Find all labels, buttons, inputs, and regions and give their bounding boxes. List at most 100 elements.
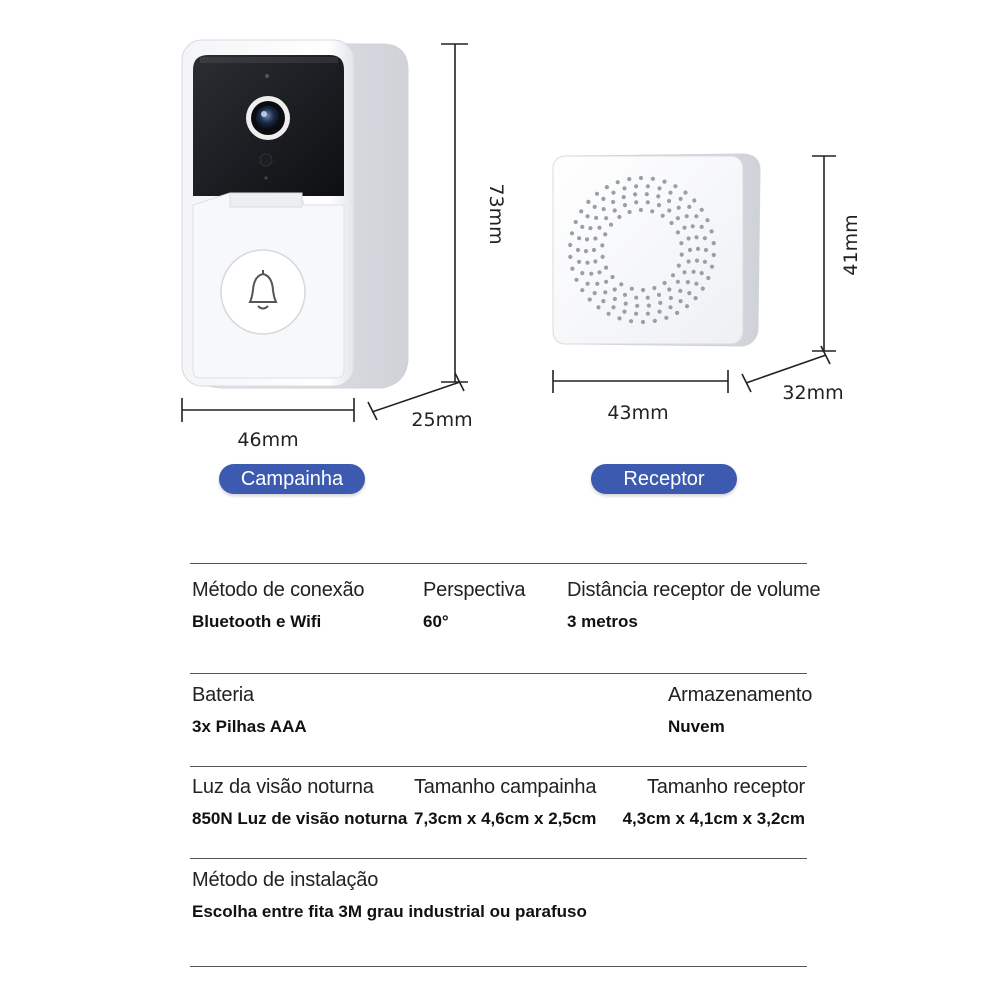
speaker-hole (702, 259, 708, 264)
doorbell-device (181, 39, 409, 389)
speaker-hole (705, 218, 710, 223)
speaker-hole (669, 220, 674, 226)
speaker-hole (622, 309, 627, 314)
receiver-device (552, 153, 761, 347)
speaker-hole (658, 300, 663, 305)
speaker-hole (699, 271, 704, 276)
spec-installation: Método de instalação Escolha entre fita … (192, 869, 587, 922)
spec-label: Tamanho receptor (646, 776, 805, 798)
speaker-hole (629, 286, 634, 291)
speaker-hole (650, 176, 656, 181)
divider (190, 966, 807, 967)
speaker-hole (675, 230, 681, 235)
speaker-hole (687, 291, 692, 296)
spec-value: Bluetooth e Wifi (192, 612, 322, 631)
speaker-hole (699, 224, 704, 229)
speaker-hole (604, 279, 609, 284)
spec-connection: Método de conexão Bluetooth e Wifi (192, 579, 364, 632)
speaker-hole (686, 236, 691, 241)
speaker-hole (667, 287, 672, 292)
speaker-hole (687, 247, 693, 253)
speaker-hole (678, 288, 683, 293)
speaker-hole (678, 196, 683, 201)
speaker-hole (676, 263, 681, 268)
receiver-depth-label: 32mm (782, 382, 843, 404)
speaker-hole (692, 198, 697, 203)
speaker-hole (656, 203, 662, 208)
speaker-hole (694, 214, 699, 219)
speaker-hole (603, 290, 608, 295)
speaker-hole (685, 280, 691, 285)
speaker-hole (573, 219, 578, 225)
speaker-hole (656, 194, 661, 199)
speaker-hole (684, 214, 689, 219)
speaker-hole (634, 200, 639, 205)
speaker-hole (662, 280, 667, 286)
speaker-hole (645, 311, 651, 316)
speaker-hole (575, 247, 581, 253)
speaker-hole (687, 204, 692, 209)
speaker-hole (627, 177, 632, 182)
speaker-hole (610, 274, 615, 280)
spec-night-vision: Luz da visão noturna 850N Luz de visão n… (192, 776, 407, 829)
speaker-hole (690, 224, 695, 229)
speaker-hole (683, 190, 688, 195)
speaker-hole (645, 295, 650, 300)
receiver-height-label: 41mm (840, 214, 862, 275)
speaker-hole (695, 246, 701, 251)
spec-label: Método de conexão (192, 579, 365, 601)
speaker-hole (638, 175, 644, 181)
speaker-hole (635, 303, 640, 308)
speaker-hole (633, 192, 638, 197)
speaker-hole (608, 222, 614, 227)
speaker-hole (634, 311, 639, 316)
speaker-hole (622, 186, 627, 191)
speaker-hole (668, 295, 674, 301)
speaker-hole (694, 235, 699, 240)
speaker-hole (682, 270, 687, 275)
spec-label: Armazenamento (668, 684, 813, 706)
speaker-hole (589, 271, 594, 276)
speaker-hole (606, 311, 611, 316)
spec-label: Bateria (192, 684, 254, 706)
speaker-hole (611, 305, 616, 310)
speaker-hole (709, 229, 714, 234)
spec-value: 3x Pilhas AAA (192, 717, 307, 736)
speaker-hole (660, 213, 665, 218)
speaker-hole (623, 301, 628, 306)
speaker-hole (682, 225, 687, 230)
speaker-hole (577, 259, 582, 264)
speaker-hole (675, 310, 680, 315)
speaker-hole (593, 259, 598, 264)
speaker-hole (694, 281, 699, 286)
speaker-hole (668, 305, 673, 310)
speaker-hole (615, 180, 620, 185)
product-drawings: 73mm 46mm 25mm 41mm 43mm 32mm (181, 39, 862, 451)
speaker-hole (691, 269, 696, 274)
speaker-hole (641, 287, 646, 293)
spec-label: Distância receptor de volume (567, 579, 821, 601)
speaker-hole (638, 207, 644, 213)
speaker-hole (684, 304, 690, 309)
spec-value: 4,3cm x 4,1cm x 3,2cm (622, 809, 805, 828)
speaker-hole (601, 299, 606, 304)
speaker-hole (580, 288, 585, 293)
speaker-hole (586, 199, 591, 204)
spec-value: 3 metros (567, 612, 638, 631)
speaker-hole (644, 192, 649, 197)
speaker-hole (593, 236, 598, 241)
speaker-hole (664, 315, 669, 320)
speaker-hole (604, 265, 609, 270)
speaker-hole (711, 252, 716, 258)
spec-value: 850N Luz de visão noturna (192, 809, 408, 828)
speaker-hole (622, 292, 628, 297)
speaker-hole (577, 236, 582, 241)
speaker-hole (612, 208, 617, 213)
speaker-hole (646, 303, 652, 308)
doorbell-caption-badge: Campainha (219, 464, 365, 494)
divider (190, 858, 807, 859)
speaker-hole (619, 282, 624, 287)
speaker-hole (601, 207, 606, 212)
speaker-hole (650, 209, 655, 214)
speaker-hole (588, 226, 593, 231)
